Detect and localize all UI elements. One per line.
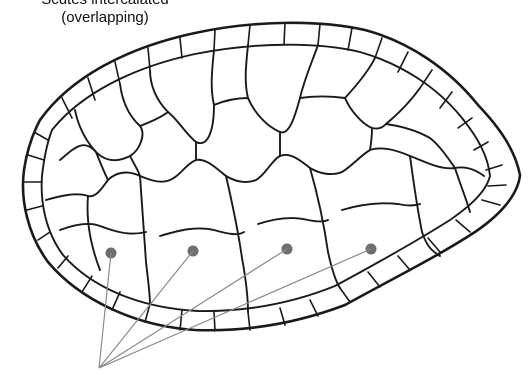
pointer-line-4 bbox=[99, 249, 371, 368]
lower-scute-band bbox=[46, 148, 484, 200]
vertebral-band bbox=[60, 97, 455, 169]
costal-seams-lower bbox=[88, 156, 471, 312]
pointer-line-3 bbox=[99, 249, 287, 368]
lateral-seams-lower bbox=[60, 203, 420, 236]
marginal-dividers-top bbox=[62, 23, 506, 205]
scute-overlap-markers bbox=[99, 244, 377, 369]
carapace bbox=[23, 23, 520, 331]
central-scute-divisions bbox=[96, 128, 372, 180]
